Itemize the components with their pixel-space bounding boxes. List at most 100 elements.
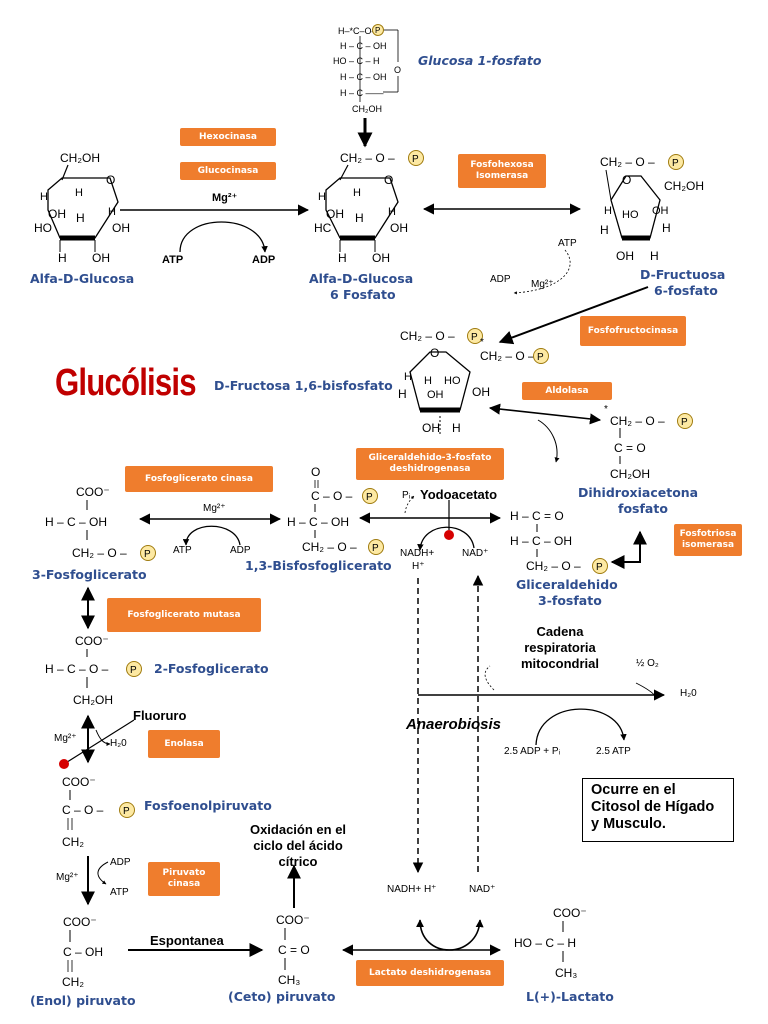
svg-text:H: H xyxy=(404,371,412,383)
svg-text:H: H xyxy=(604,205,612,217)
svg-text:H: H xyxy=(650,249,659,263)
label-fluoruro: Fluoruro xyxy=(133,708,187,723)
svg-text:CH₂OH: CH₂OH xyxy=(73,693,113,707)
pg2-structure: COO⁻ H – C – O – P CH₂OH xyxy=(45,634,142,707)
label-nadh-bottom: NADH+ H⁺ xyxy=(387,884,437,895)
alfa-d-glucosa-structure: CH₂OH O H H OH H H HO OH H OH xyxy=(34,151,130,265)
label-nadh-top: NADH+ xyxy=(400,548,435,559)
label-adp-pk: ADP xyxy=(110,857,131,868)
svg-text:OH: OH xyxy=(92,251,110,265)
svg-text:P: P xyxy=(130,665,137,676)
svg-text:CH₂OH: CH₂OH xyxy=(610,467,650,481)
pg3-structure: COO⁻ H – C – OH CH₂ – O – P xyxy=(45,485,156,561)
svg-text:CH₂ – O –: CH₂ – O – xyxy=(340,151,395,165)
svg-text:H: H xyxy=(452,421,461,435)
fluoruro-inhibit-dot xyxy=(59,759,69,769)
enzyme-fosfofructocinasa: Fosfofructocinasa xyxy=(580,316,686,346)
resp-chain-curl xyxy=(484,665,495,691)
svg-text:H – C – OH: H – C – OH xyxy=(287,515,349,529)
bpg13-structure: O C – O – P H – C – OH CH₂ – O – P xyxy=(287,465,384,555)
label-mg-pgk: Mg²⁺ xyxy=(203,503,226,514)
svg-text:H: H xyxy=(424,375,432,387)
label-nad-bottom: NAD⁺ xyxy=(469,884,496,895)
label-enol-piruvato: (Enol) piruvato xyxy=(30,993,136,1008)
anaerobiosis-label: Anaerobiosis xyxy=(406,716,502,733)
label-atp-pk: ATP xyxy=(110,887,129,898)
arrow-adp-atp-resp xyxy=(535,708,627,746)
arrow-pi xyxy=(404,495,415,514)
arrow-atp-pgk xyxy=(182,525,241,546)
label-espontanea: Espontanea xyxy=(150,933,224,948)
svg-text:HC: HC xyxy=(314,221,332,235)
svg-text:CH₂ – O –: CH₂ – O – xyxy=(480,349,535,363)
svg-text:H – C ——: H – C —— xyxy=(340,88,384,98)
svg-text:COO⁻: COO⁻ xyxy=(76,485,110,499)
svg-text:OH: OH xyxy=(112,221,130,235)
label-h2o-resp: H₂0 xyxy=(680,688,697,699)
pep-structure: COO⁻ C – O – P CH₂ xyxy=(62,775,135,849)
svg-text:H: H xyxy=(40,191,48,203)
label-mg-enolasa: Mg²⁺ xyxy=(54,733,77,744)
svg-text:H – C – OH: H – C – OH xyxy=(510,534,572,548)
svg-text:H – C = O: H – C = O xyxy=(510,509,564,523)
svg-text:P: P xyxy=(366,492,373,503)
svg-text:C – OH: C – OH xyxy=(63,945,103,959)
svg-text:H: H xyxy=(75,187,83,199)
label-atp-hex: ATP xyxy=(162,254,184,266)
svg-text:P: P xyxy=(375,26,380,35)
svg-text:O: O xyxy=(106,173,115,187)
lactato-structure: COO⁻ HO – C – H CH₃ xyxy=(514,906,587,980)
enzyme-fosfotriosa-isomerasa: Fosfotriosa isomerasa xyxy=(674,524,742,556)
svg-text:OH: OH xyxy=(422,421,440,435)
label-adp-pfk: ADP xyxy=(490,274,511,285)
label-adp-pi: 2.5 ADP + Pᵢ xyxy=(504,746,561,757)
svg-text:CH₂ – O –: CH₂ – O – xyxy=(302,540,357,554)
svg-text:COO⁻: COO⁻ xyxy=(63,915,97,929)
svg-text:H: H xyxy=(108,206,116,218)
label-pi: Pᵢ xyxy=(402,490,411,501)
label-atp-pgk: ATP xyxy=(173,545,192,556)
enzyme-glucocinasa: Glucocinasa xyxy=(180,162,276,180)
label-atp-25: 2.5 ATP xyxy=(596,746,631,757)
svg-text:CH₂ – O –: CH₂ – O – xyxy=(600,155,655,169)
label-ceto-piruvato: (Ceto) piruvato xyxy=(228,989,336,1004)
svg-text:C = O: C = O xyxy=(614,441,646,455)
label-h-top: H⁺ xyxy=(412,561,425,572)
svg-text:P: P xyxy=(123,806,130,817)
svg-text:OH: OH xyxy=(427,389,444,401)
arrow-adp-atp-pk xyxy=(97,861,109,885)
svg-text:COO⁻: COO⁻ xyxy=(276,913,310,927)
svg-text:P: P xyxy=(537,352,544,363)
label-nad-top: NAD⁺ xyxy=(462,548,489,559)
svg-text:CH₂: CH₂ xyxy=(62,835,84,849)
svg-text:CH₂ – O –: CH₂ – O – xyxy=(526,559,581,573)
arrow-atp-adp-hexocinasa xyxy=(179,221,268,253)
svg-text:CH₂OH: CH₂OH xyxy=(60,151,100,165)
label-half-o2: ½ O₂ xyxy=(636,658,659,669)
svg-text:*: * xyxy=(604,404,608,415)
label-oxidacion: Oxidación en el ciclo del ácido cítrico xyxy=(249,822,347,869)
enzyme-fosfoglicerato-cinasa: Fosfoglicerato cinasa xyxy=(125,466,273,492)
svg-text:CH₃: CH₃ xyxy=(555,966,577,980)
svg-text:CH₂ – O –: CH₂ – O – xyxy=(400,329,455,343)
svg-text:O: O xyxy=(622,173,631,187)
svg-text:C – O –: C – O – xyxy=(62,803,104,817)
label-adp-pgk: ADP xyxy=(230,545,251,556)
svg-text:H – C – OH: H – C – OH xyxy=(45,515,107,529)
enzyme-piruvato-cinasa: Piruvato cinasa xyxy=(148,862,220,896)
dhap-structure: * CH₂ – O – P C = O CH₂OH xyxy=(604,404,693,481)
svg-text:O: O xyxy=(311,465,320,479)
svg-text:CH₂OH: CH₂OH xyxy=(664,179,704,193)
svg-text:H – C – O –: H – C – O – xyxy=(45,662,109,676)
label-pg2: 2-Fosfoglicerato xyxy=(154,661,269,676)
svg-text:P: P xyxy=(372,543,379,554)
svg-text:H: H xyxy=(355,211,364,225)
label-g3p-1: Gliceraldehido xyxy=(516,577,618,592)
arrow-nad-curve xyxy=(417,526,475,551)
arrow-h2o xyxy=(95,729,111,746)
enzyme-fosfoglicerato-mutasa: Fosfoglicerato mutasa xyxy=(107,598,261,632)
label-h2o-enolasa: H₂0 xyxy=(110,738,127,749)
svg-text:HO – C – H: HO – C – H xyxy=(333,56,380,66)
fructosa-16-bisfosfato-structure: CH₂ – O – P O * CH₂ – O – P H H HO H OH … xyxy=(398,328,549,436)
svg-text:O: O xyxy=(394,65,401,75)
